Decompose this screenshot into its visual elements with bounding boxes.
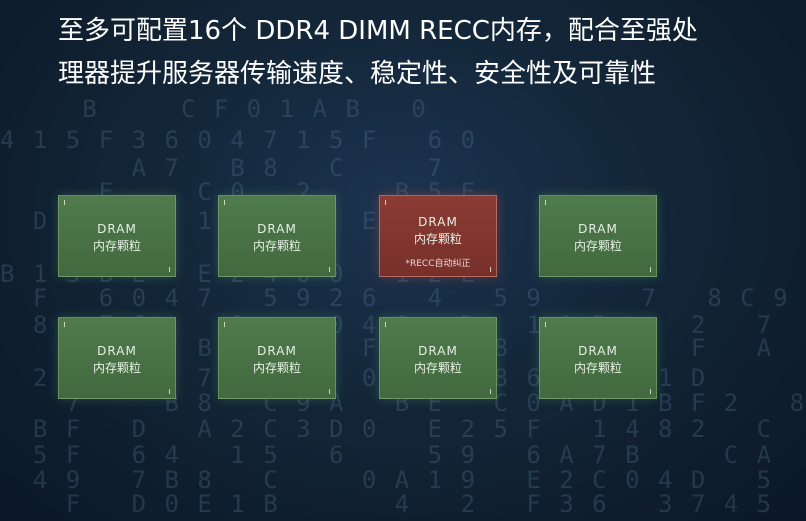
- background-code-line: B C F 0 1 A B 0: [0, 95, 494, 123]
- dram-chip: DRAM 内存颗粒: [539, 317, 657, 399]
- chip-sublabel: 内存颗粒: [413, 361, 462, 375]
- chip-corner-mark: [385, 200, 386, 205]
- chip-corner-mark: [224, 200, 225, 205]
- chip-corner-mark: [490, 267, 491, 272]
- chip-label: DRAM: [578, 344, 618, 358]
- chip-label: DRAM: [578, 222, 618, 236]
- chip-corner-mark: [169, 267, 170, 272]
- chip-corner-mark: [545, 322, 546, 327]
- chip-label: DRAM: [257, 344, 297, 358]
- recc-correction-note: *RECC自动纠正: [405, 259, 471, 269]
- chip-corner-mark: [64, 200, 65, 205]
- chip-sublabel: 内存颗粒: [92, 239, 141, 253]
- chip-sublabel: 内存颗粒: [573, 239, 622, 253]
- chip-sublabel: 内存颗粒: [252, 239, 301, 253]
- chip-corner-mark: [545, 200, 546, 205]
- background-code-line: A 7 B 8 C 7: [0, 154, 510, 182]
- background-code-line: 4 1 5 F 3 6 0 4 7 1 5 F 6 0: [0, 126, 510, 154]
- dram-chip: DRAM 内存颗粒: [539, 195, 657, 277]
- chip-corner-mark: [490, 389, 491, 394]
- dram-chip: DRAM 内存颗粒: [58, 195, 176, 277]
- chip-corner-mark: [329, 389, 330, 394]
- chip-sublabel: 内存颗粒: [413, 232, 462, 246]
- chip-label: DRAM: [257, 222, 297, 236]
- dram-chip: DRAM 内存颗粒: [58, 317, 176, 399]
- chip-corner-mark: [329, 267, 330, 272]
- chip-sublabel: 内存颗粒: [573, 361, 622, 375]
- chip-corner-mark: [64, 322, 65, 327]
- chip-corner-mark: [650, 389, 651, 394]
- chip-sublabel: 内存颗粒: [92, 361, 141, 375]
- chip-label: DRAM: [418, 344, 458, 358]
- chip-corner-mark: [169, 389, 170, 394]
- chip-label: DRAM: [418, 215, 458, 229]
- dram-chip: DRAM 内存颗粒: [218, 317, 336, 399]
- chip-corner-mark: [650, 267, 651, 272]
- chip-sublabel: 内存颗粒: [252, 361, 301, 375]
- chip-corner-mark: [385, 322, 386, 327]
- background-code-line: 5 F 6 4 1 5 6 5 9 6 A 7 B C A: [0, 441, 774, 469]
- dram-chip: DRAM 内存颗粒: [218, 195, 336, 277]
- chip-label: DRAM: [97, 222, 137, 236]
- background-code-line: F D 0 E 1 B 4 2 F 3 6 3 7 4 5: [0, 490, 774, 518]
- dram-chip-error: DRAM 内存颗粒 *RECC自动纠正: [379, 195, 497, 277]
- chip-corner-mark: [224, 322, 225, 327]
- chip-label: DRAM: [97, 344, 137, 358]
- headline: 至多可配置16个 DDR4 DIMM RECC内存，配合至强处理器提升服务器传输…: [58, 16, 698, 89]
- background-code-line: 4 9 7 B 8 C 0 A 1 9 E 2 C 0 4 D 5: [0, 466, 774, 494]
- background-code-line: F 6 0 4 7 5 9 2 6 4 5 9 7 8 C 9: [0, 284, 790, 312]
- dram-chip: DRAM 内存颗粒: [379, 317, 497, 399]
- background-code-line: B F D A 2 C 3 D 0 E 2 5 F 1 4 8 2 C: [0, 415, 774, 443]
